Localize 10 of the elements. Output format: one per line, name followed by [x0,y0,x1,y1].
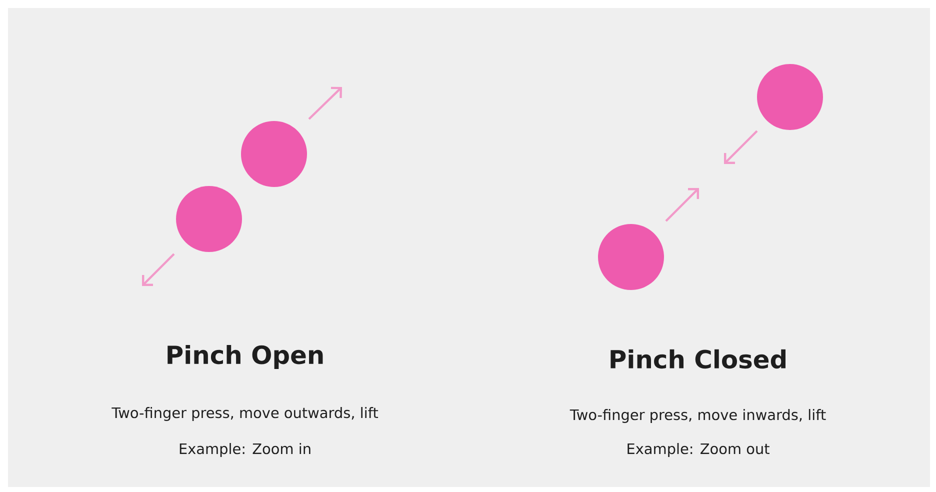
finger-dot [598,224,664,290]
description: Example: Zoom in [180,443,310,457]
description: Example: Zoom out [628,443,770,457]
heading: Pinch Open [168,344,323,370]
heading: Pinch Closed [610,349,786,369]
finger-dot [241,121,307,187]
description: Two-finger press, move inwards, lift [570,409,826,423]
finger-dot [757,64,823,130]
finger-dot [176,186,242,252]
description: Two-finger press, move outwards, lift [112,407,378,421]
